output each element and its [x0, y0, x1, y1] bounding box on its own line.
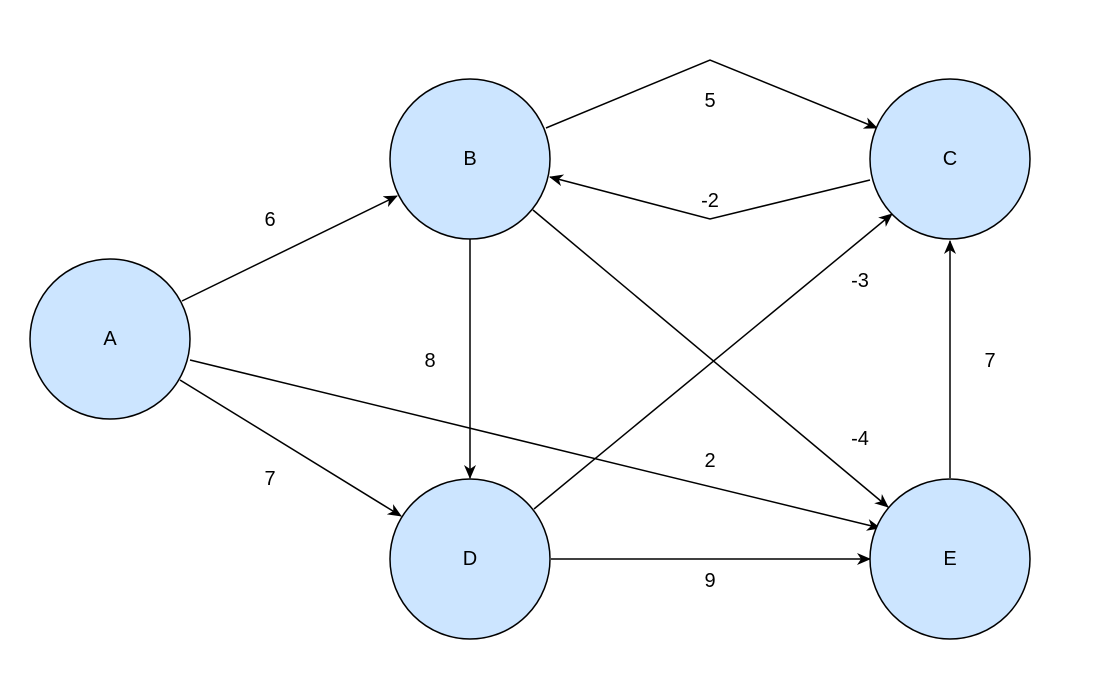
- edge-c-b-weight: -2: [701, 190, 719, 212]
- node-e-label: E: [943, 548, 956, 570]
- edge-a-e-weight: 2: [704, 450, 715, 472]
- node-a-circle: [29, 258, 191, 420]
- edge-a-b[interactable]: 6: [181, 195, 398, 302]
- node-d-circle: [389, 478, 551, 640]
- node-c-circle: [869, 78, 1031, 240]
- edge-d-c[interactable]: -3: [533, 213, 893, 510]
- edge-b-c[interactable]: 5: [545, 59, 878, 129]
- node-a-label: A: [103, 328, 117, 350]
- edge-a-b-weight: 6: [264, 209, 275, 231]
- edge-b-e-weight: -4: [851, 428, 869, 450]
- node-b[interactable]: B: [389, 78, 551, 240]
- edge-d-e-weight: 9: [704, 570, 715, 592]
- edge-b-d[interactable]: 8: [424, 239, 476, 479]
- edge-b-e-line: [532, 209, 889, 508]
- node-b-circle: [389, 78, 551, 240]
- edge-d-c-line: [533, 213, 893, 510]
- nodes: A B C D E: [29, 78, 1031, 640]
- edge-b-d-weight: 8: [424, 350, 435, 372]
- edge-e-c[interactable]: 7: [944, 240, 996, 478]
- node-e-circle: [869, 478, 1031, 640]
- edge-c-b-line: [549, 174, 871, 220]
- edge-b-e[interactable]: -4: [532, 209, 889, 508]
- edge-a-d-line: [179, 379, 402, 517]
- node-c[interactable]: C: [869, 78, 1031, 240]
- node-e[interactable]: E: [869, 478, 1031, 640]
- edge-a-e-line: [189, 359, 881, 531]
- edge-a-d-weight: 7: [264, 468, 275, 490]
- edge-a-d[interactable]: 7: [179, 379, 402, 517]
- node-d[interactable]: D: [389, 478, 551, 640]
- edge-a-b-line: [181, 195, 398, 302]
- node-b-label: B: [463, 148, 476, 170]
- node-c-label: C: [943, 148, 957, 170]
- edge-c-b[interactable]: -2: [549, 174, 871, 220]
- edge-d-c-weight: -3: [851, 270, 869, 292]
- node-d-label: D: [463, 548, 477, 570]
- edges: 6 7 2 5 -2 8 -4: [179, 59, 996, 592]
- edge-a-e[interactable]: 2: [189, 359, 881, 531]
- edge-b-c-line: [545, 59, 878, 129]
- edge-b-c-weight: 5: [704, 90, 715, 112]
- edge-e-c-weight: 7: [984, 350, 995, 372]
- node-a[interactable]: A: [29, 258, 191, 420]
- edge-d-e[interactable]: 9: [551, 553, 871, 592]
